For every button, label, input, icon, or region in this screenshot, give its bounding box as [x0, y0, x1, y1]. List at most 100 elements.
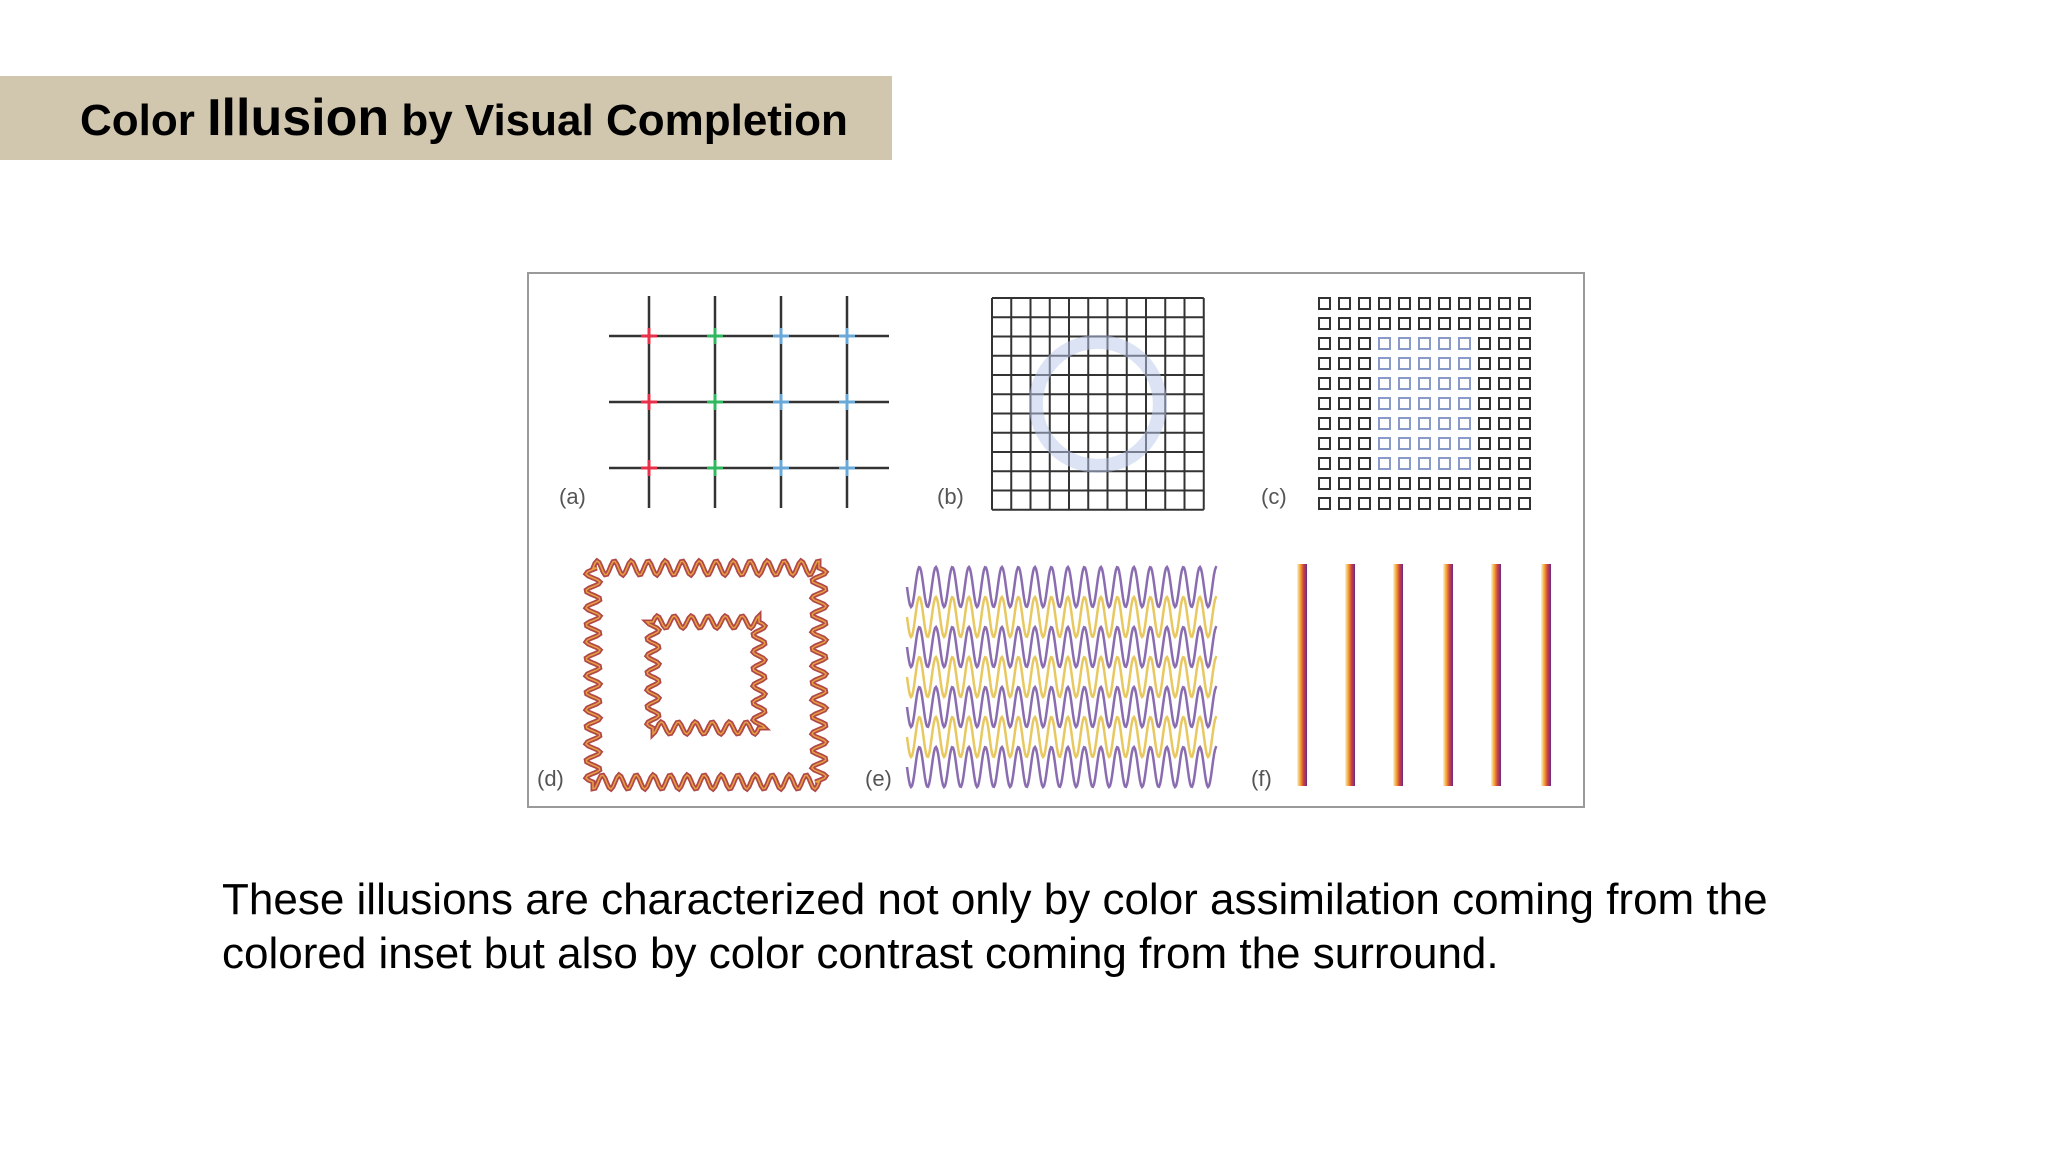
small-square	[1378, 397, 1391, 410]
small-square	[1418, 357, 1431, 370]
small-square	[1458, 297, 1471, 310]
small-square	[1498, 297, 1511, 310]
small-square	[1398, 377, 1411, 390]
panel-a	[609, 296, 889, 508]
small-square	[1418, 477, 1431, 490]
small-square	[1478, 457, 1491, 470]
small-square	[1378, 337, 1391, 350]
small-square	[1338, 357, 1351, 370]
small-square	[1318, 297, 1331, 310]
small-square	[1358, 437, 1371, 450]
small-square	[1458, 477, 1471, 490]
small-square	[1478, 317, 1491, 330]
small-square	[1458, 377, 1471, 390]
small-square	[1498, 357, 1511, 370]
small-square	[1418, 377, 1431, 390]
small-square	[1378, 297, 1391, 310]
gradient-stripe	[1393, 564, 1403, 786]
slide-caption: These illusions are characterized not on…	[222, 873, 1922, 981]
small-square	[1518, 477, 1531, 490]
small-square	[1518, 357, 1531, 370]
wavy-frame-outer	[582, 557, 830, 793]
small-square	[1478, 357, 1491, 370]
small-square	[1478, 397, 1491, 410]
small-square	[1358, 477, 1371, 490]
small-square	[1358, 397, 1371, 410]
small-square	[1358, 497, 1371, 510]
gradient-stripe	[1541, 564, 1551, 786]
sine-wave-band	[905, 714, 1218, 760]
small-square	[1318, 317, 1331, 330]
small-square	[1458, 437, 1471, 450]
small-square	[1478, 437, 1491, 450]
small-square	[1518, 457, 1531, 470]
small-square	[1478, 337, 1491, 350]
small-square	[1398, 457, 1411, 470]
small-square	[1338, 297, 1351, 310]
small-square	[1478, 377, 1491, 390]
small-square	[1358, 417, 1371, 430]
small-square	[1418, 317, 1431, 330]
panel-label-d: (d)	[537, 766, 564, 791]
small-square	[1498, 497, 1511, 510]
small-square	[1318, 397, 1331, 410]
small-square	[1358, 457, 1371, 470]
small-square	[1398, 337, 1411, 350]
small-square	[1438, 317, 1451, 330]
small-square	[1318, 377, 1331, 390]
small-square	[1418, 417, 1431, 430]
small-square	[1518, 337, 1531, 350]
gradient-stripe	[1491, 564, 1501, 786]
panel-label-b: (b)	[937, 484, 964, 509]
title-part-3: by Visual Completion	[389, 96, 848, 145]
caption-line-2: colored inset but also by color contrast…	[222, 929, 1499, 978]
small-square	[1498, 317, 1511, 330]
slide-title: Color Illusion by Visual Completion	[80, 88, 848, 148]
small-square	[1438, 397, 1451, 410]
small-square	[1478, 297, 1491, 310]
small-square	[1458, 397, 1471, 410]
small-square	[1378, 457, 1391, 470]
small-square	[1438, 457, 1451, 470]
small-square	[1398, 417, 1411, 430]
small-square	[1438, 417, 1451, 430]
small-square	[1418, 397, 1431, 410]
small-square	[1438, 437, 1451, 450]
blue-tint-ring	[1028, 334, 1167, 473]
small-square	[1398, 357, 1411, 370]
small-square	[1378, 377, 1391, 390]
title-part-1: Color	[80, 96, 208, 145]
small-square	[1498, 417, 1511, 430]
small-square	[1338, 457, 1351, 470]
panel-d	[582, 557, 830, 793]
small-square	[1318, 337, 1331, 350]
small-square	[1318, 437, 1331, 450]
small-square	[1458, 417, 1471, 430]
small-square	[1498, 397, 1511, 410]
small-square	[1398, 397, 1411, 410]
sine-wave-band	[905, 654, 1218, 700]
small-square	[1418, 457, 1431, 470]
small-square	[1378, 497, 1391, 510]
panel-label-a: (a)	[559, 484, 586, 509]
small-square	[1458, 497, 1471, 510]
small-square	[1518, 417, 1531, 430]
illusion-figure: (a) (b) (c) (d) (e) (f)	[527, 272, 1585, 808]
small-square	[1338, 377, 1351, 390]
small-square	[1438, 337, 1451, 350]
small-square	[1358, 357, 1371, 370]
small-square	[1338, 497, 1351, 510]
small-square	[1518, 317, 1531, 330]
sine-wave-band	[905, 684, 1218, 730]
title-part-2: Illusion	[207, 89, 390, 147]
panel-e	[905, 564, 1218, 790]
small-square	[1318, 477, 1331, 490]
gradient-stripe	[1297, 564, 1307, 786]
sine-wave-band	[905, 744, 1218, 790]
small-square	[1398, 477, 1411, 490]
small-square	[1378, 417, 1391, 430]
small-square	[1438, 297, 1451, 310]
small-square	[1458, 457, 1471, 470]
small-square	[1398, 497, 1411, 510]
small-square	[1438, 377, 1451, 390]
